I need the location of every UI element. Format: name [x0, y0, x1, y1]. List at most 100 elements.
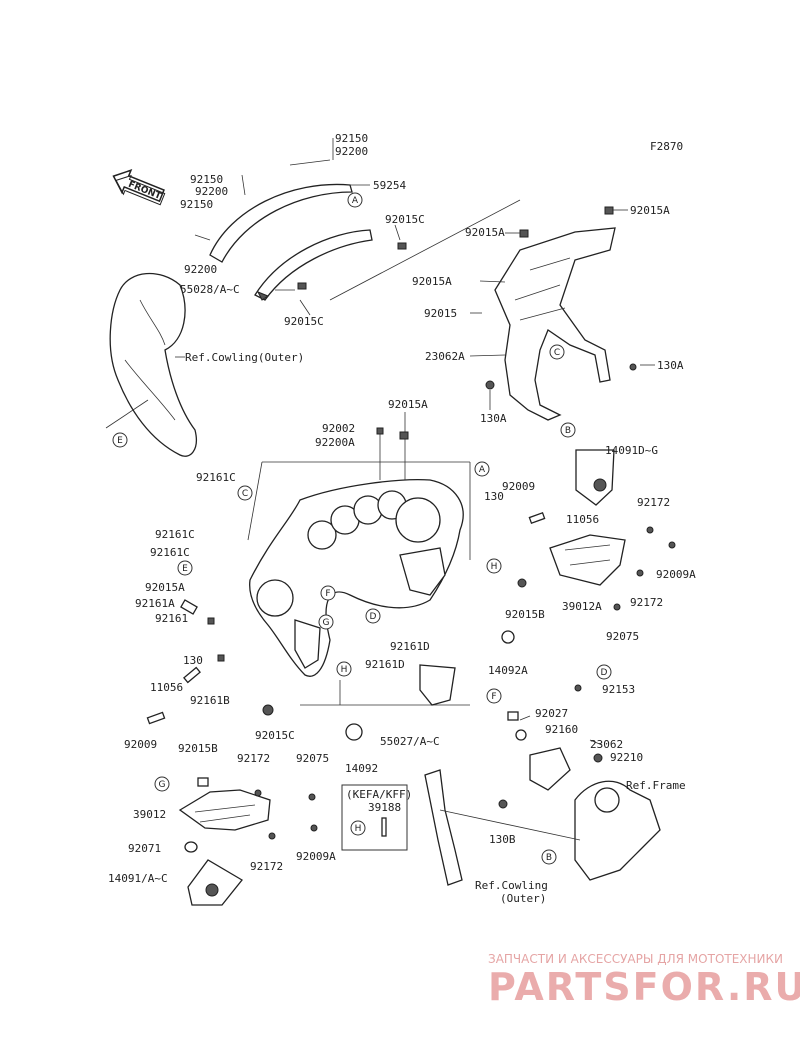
ref-circle-a1: A: [347, 192, 363, 208]
windshield-trim-group: [194, 138, 521, 316]
label-92161c-a: 92161C: [196, 471, 236, 484]
label-92172-c: 92172: [237, 752, 270, 765]
ref-circle-c2: C: [237, 485, 253, 501]
ref-circle-b2: B: [541, 849, 557, 865]
lower-left-bracket-39012: [178, 777, 318, 906]
label-92161d-b: 92161D: [365, 658, 405, 671]
label-92015: 92015: [424, 307, 457, 320]
outer-cowling-ref: [105, 272, 197, 457]
front-arrow-icon: FRONT: [112, 169, 166, 206]
ref-cowling-outer-2a: Ref.Cowling: [475, 879, 548, 892]
ref-cowling-outer-2b: (Outer): [500, 892, 546, 905]
svg-text:C: C: [554, 348, 560, 358]
label-92172-d: 92172: [250, 860, 283, 873]
label-23062: 23062: [590, 738, 623, 751]
svg-text:F: F: [325, 589, 330, 599]
label-92015c-b: 92015C: [284, 315, 324, 328]
label-11056-b: 11056: [150, 681, 183, 694]
label-92200a: 92200A: [315, 436, 355, 449]
label-14091ac: 14091/A~C: [108, 872, 168, 885]
label-55028: 55028/A~C: [180, 283, 240, 296]
ref-circle-c1: C: [549, 344, 565, 360]
label-92002: 92002: [322, 422, 355, 435]
label-39012a: 39012A: [562, 600, 602, 613]
label-92200-top: 92200: [335, 145, 368, 158]
label-92015a-a: 92015A: [630, 204, 670, 217]
svg-text:A: A: [352, 196, 359, 206]
svg-text:H: H: [341, 665, 348, 675]
label-92161d-a: 92161D: [390, 640, 430, 653]
label-92150-top: 92150: [335, 132, 368, 145]
svg-text:E: E: [182, 564, 188, 574]
right-bracket-39012a: [517, 449, 676, 611]
watermark-line2: PARTSFOR.RU: [488, 965, 800, 1009]
label-92161b: 92161B: [190, 694, 230, 707]
label-130b: 130B: [489, 833, 516, 846]
label-14092a: 14092A: [488, 664, 528, 677]
kefa-kff-box: (KEFA/KFF) 39188 H: [341, 784, 412, 851]
label-92172-b: 92172: [630, 596, 663, 609]
label-92009-a: 92009: [502, 480, 535, 493]
label-92071: 92071: [128, 842, 161, 855]
label-92009a-b: 92009A: [296, 850, 336, 863]
label-130a-b: 130A: [480, 412, 507, 425]
svg-text:E: E: [117, 436, 123, 446]
svg-text:D: D: [601, 668, 608, 678]
label-92161c-c: 92161C: [150, 546, 190, 559]
label-130a-a: 130A: [657, 359, 684, 372]
label-92160: 92160: [545, 723, 578, 736]
ref-circle-d2: D: [596, 664, 612, 680]
label-92015c-c: 92015C: [255, 729, 295, 742]
inner-cowling-panel: [247, 412, 471, 706]
label-92015c-a: 92015C: [385, 213, 425, 226]
kefa-box-circle: H: [355, 824, 362, 834]
ref-circle-f2: F: [486, 688, 502, 704]
ref-circle-d1: D: [365, 608, 381, 624]
ref-circle-e1: E: [112, 432, 128, 448]
ref-cowling-outer: Ref.Cowling(Outer): [185, 351, 304, 364]
label-55027: 55027/A~C: [380, 735, 440, 748]
svg-text:G: G: [159, 780, 166, 790]
label-92161: 92161: [155, 612, 188, 625]
cowling-bracket-frame: [469, 206, 655, 421]
label-59254: 59254: [373, 179, 406, 192]
kefa-box-part: 39188: [368, 801, 401, 814]
label-92009-b: 92009: [124, 738, 157, 751]
svg-text:A: A: [479, 465, 486, 475]
label-14092: 14092: [345, 762, 378, 775]
label-92015b-b: 92015B: [178, 742, 218, 755]
lower-right-frame: [424, 711, 661, 886]
figure-code: F2870: [650, 140, 683, 153]
label-92200-mid: 92200: [195, 185, 228, 198]
label-92075-b: 92075: [296, 752, 329, 765]
label-92153: 92153: [602, 683, 635, 696]
svg-text:H: H: [491, 562, 498, 572]
label-92009a-a: 92009A: [656, 568, 696, 581]
ref-circle-g1: G: [318, 614, 334, 630]
svg-text:G: G: [323, 618, 330, 628]
label-92027: 92027: [535, 707, 568, 720]
ref-circle-g2: G: [154, 776, 170, 792]
kefa-box-header: (KEFA/KFF): [346, 788, 412, 801]
ref-circle-h1: H: [486, 558, 502, 574]
ref-circle-h2: H: [336, 661, 352, 677]
svg-text:D: D: [370, 612, 377, 622]
label-92210: 92210: [610, 751, 643, 764]
ref-circle-e2: E: [177, 560, 193, 576]
label-92161a: 92161A: [135, 597, 175, 610]
label-92015a-b: 92015A: [465, 226, 505, 239]
label-23062a: 23062A: [425, 350, 465, 363]
label-92015a-d: 92015A: [388, 398, 428, 411]
watermark-line1: ЗАПЧАСТИ И АКСЕССУАРЫ ДЛЯ МОТОТЕХНИКИ: [488, 952, 783, 966]
svg-text:F: F: [491, 692, 496, 702]
label-92015a-c: 92015A: [412, 275, 452, 288]
label-92015a-e: 92015A: [145, 581, 185, 594]
bracket-92161d: [419, 664, 456, 706]
ref-circle-f1: F: [320, 585, 336, 601]
label-11056-a: 11056: [566, 513, 599, 526]
svg-text:B: B: [565, 426, 571, 436]
label-92172-a: 92172: [637, 496, 670, 509]
ref-circle-b1: B: [560, 422, 576, 438]
label-92200-low: 92200: [184, 263, 217, 276]
